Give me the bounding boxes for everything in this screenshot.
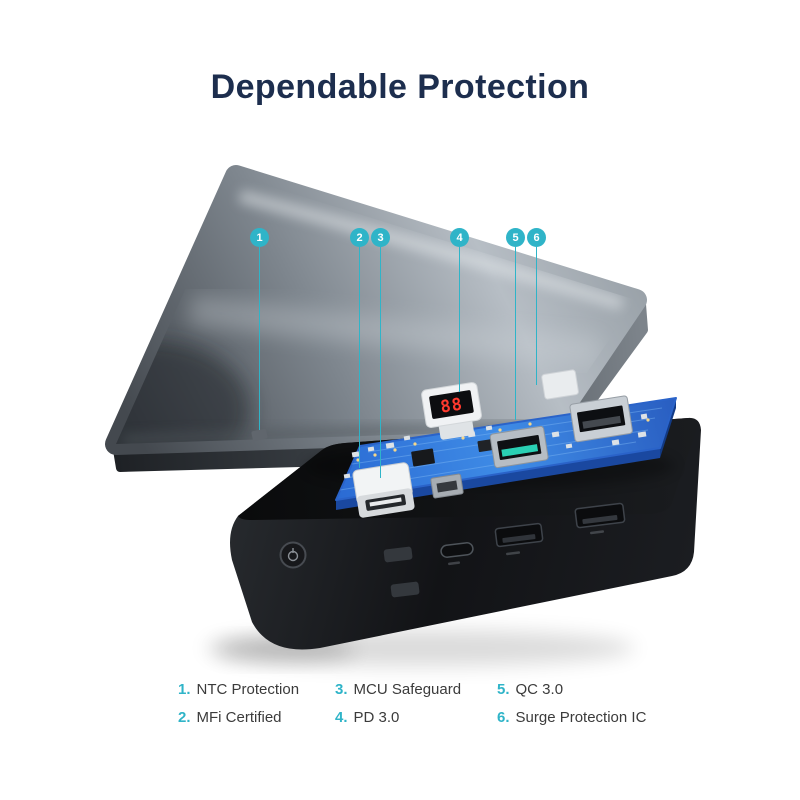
callout-number: 1 [250, 228, 269, 247]
legend: 1. NTC Protection 2. MFi Certified 3. MC… [178, 681, 646, 727]
callout-line [514, 247, 517, 420]
callout-marker-5: 5 [506, 228, 525, 420]
ic-chip [477, 438, 495, 453]
callout-number: 2 [350, 228, 369, 247]
legend-number: 4. [335, 709, 348, 726]
usb-port-rear [569, 395, 633, 443]
usb-port-qc-green [489, 425, 549, 469]
port-label-mark-2 [590, 530, 605, 535]
legend-item: 6. Surge Protection IC [497, 709, 646, 727]
callout-marker-2: 2 [350, 228, 369, 468]
surge-protection-module [541, 369, 579, 400]
front-slot-lower [390, 581, 420, 598]
legend-item: 5. QC 3.0 [497, 681, 646, 699]
usb-connector-white [352, 462, 415, 518]
legend-item: 2. MFi Certified [178, 709, 335, 727]
callout-marker-4: 4 [450, 228, 469, 392]
callout-line [535, 247, 538, 385]
front-usb-port-1 [494, 522, 544, 548]
front-slot-upper [383, 546, 413, 563]
silver-connector [430, 473, 464, 499]
legend-label: MCU Safeguard [353, 681, 462, 698]
legend-label: MFi Certified [196, 709, 282, 726]
callout-marker-1: 1 [250, 228, 269, 430]
legend-item: 4. PD 3.0 [335, 709, 497, 727]
display-screen [429, 390, 474, 419]
legend-number: 3. [335, 681, 348, 698]
legend-number: 6. [497, 709, 510, 726]
port-label-mark-1 [506, 551, 521, 556]
callout-line [458, 247, 461, 392]
led-display-module: 88 [421, 382, 482, 440]
legend-item: 3. MCU Safeguard [335, 681, 497, 699]
mcu-chip [411, 448, 435, 467]
callout-line [358, 247, 361, 468]
legend-item: 1. NTC Protection [178, 681, 335, 699]
top-cover-highlight [238, 190, 624, 310]
callout-number: 3 [371, 228, 390, 247]
power-button [279, 541, 307, 569]
callout-number: 5 [506, 228, 525, 247]
legend-label: NTC Protection [196, 681, 300, 698]
callout-number: 4 [450, 228, 469, 247]
port-label-mark-3 [448, 561, 461, 566]
legend-column-1: 1. NTC Protection 2. MFi Certified [178, 681, 335, 727]
top-cover-shadow-left [116, 340, 250, 444]
callout-number: 6 [527, 228, 546, 247]
page-title: Dependable Protection [210, 68, 590, 106]
display-value: 88 [439, 394, 464, 417]
legend-number: 5. [497, 681, 510, 698]
legend-column-3: 5. QC 3.0 6. Surge Protection IC [497, 681, 646, 727]
legend-label: QC 3.0 [515, 681, 564, 698]
legend-number: 1. [178, 681, 191, 698]
legend-number: 2. [178, 709, 191, 726]
callout-line [379, 247, 382, 478]
callout-marker-6: 6 [527, 228, 546, 385]
pcb-front-edge [336, 448, 660, 510]
micro-usb-input-port [440, 542, 474, 558]
ntc-sensor [251, 428, 268, 441]
front-usb-port-2 [574, 502, 626, 529]
legend-label: PD 3.0 [353, 709, 400, 726]
circuit-board: 88 [335, 369, 677, 518]
callout-marker-3: 3 [371, 228, 390, 478]
top-cover-sheen [188, 295, 602, 367]
legend-column-2: 3. MCU Safeguard 4. PD 3.0 [335, 681, 497, 727]
legend-label: Surge Protection IC [515, 709, 647, 726]
callout-line [258, 247, 261, 430]
